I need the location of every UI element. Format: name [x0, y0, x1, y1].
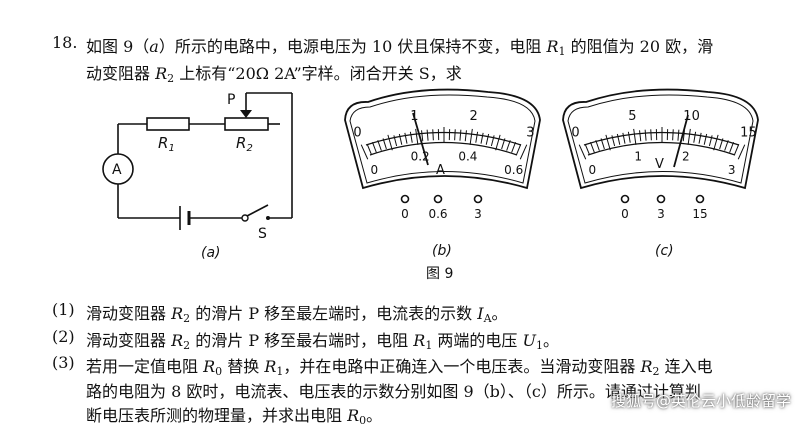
- voltmeter-tick: [673, 129, 674, 140]
- voltmeter-tick: [651, 129, 652, 140]
- ammeter-bottom-label: 0.4: [458, 150, 477, 164]
- part-3-number: (3): [52, 353, 75, 372]
- ammeter-bottom-label: 0.6: [504, 163, 523, 177]
- ammeter-label: A: [112, 162, 122, 178]
- voltmeter-top-label: 5: [628, 109, 636, 124]
- switch-blade: [247, 205, 268, 216]
- ammeter-tick: [455, 129, 456, 140]
- ammeter-tick: [433, 129, 434, 140]
- voltmeter-terminal: [697, 196, 704, 203]
- voltmeter-terminal: [622, 196, 629, 203]
- r1-label: R1: [158, 134, 175, 154]
- part-2-number: (2): [52, 327, 75, 346]
- voltmeter-unit: V: [655, 157, 664, 172]
- ammeter-top-label: 2: [469, 109, 477, 124]
- watermark: 搜狐号@英伦云小低龄留学: [611, 390, 791, 411]
- voltmeter-bottom-label: 0: [588, 163, 596, 177]
- part-1-number: (1): [52, 300, 75, 319]
- figure-caption: 图 9: [426, 266, 453, 282]
- caption-c: (c): [655, 243, 674, 259]
- part-3-line-2: 路的电阻为 8 欧时，电流表、电压表的示数分别如图 9（b）、（c）所示。请通过…: [86, 378, 701, 402]
- voltmeter-terminals: 0 3 15: [621, 196, 707, 222]
- ammeter-top-label: 0: [353, 125, 361, 140]
- voltmeter-terminal-label: 15: [692, 207, 707, 221]
- ammeter-terminal: [402, 196, 409, 203]
- part-2-text: 滑动变阻器 R2 的滑片 P 移至最右端时，电阻 R1 两端的电压 U1。: [86, 327, 559, 352]
- ammeter-terminal: [435, 196, 442, 203]
- slider-label: P: [227, 92, 235, 108]
- caption-b: (b): [432, 243, 452, 259]
- part-3-line-3: 断电压表所测的物理量，并求出电阻 R0。: [86, 402, 382, 427]
- ammeter-unit: A: [436, 163, 445, 178]
- ammeter-terminal-label: 0.6: [428, 207, 447, 221]
- slider-arrow-icon: [240, 110, 252, 118]
- voltmeter-terminal: [658, 196, 665, 203]
- voltmeter-bottom-label: 1: [634, 150, 642, 164]
- voltmeter-terminal-label: 3: [657, 207, 665, 221]
- voltmeter-top-label: 15: [740, 125, 757, 140]
- switch-contact: [266, 216, 270, 220]
- voltmeter-bottom-label: 3: [728, 163, 736, 177]
- voltmeter-top-label: 0: [571, 125, 579, 140]
- ammeter-bottom-label: 0: [370, 163, 378, 177]
- part-3-line-1: 若用一定值电阻 R0 替换 R1，并在电路中正确连入一个电压表。当滑动变阻器 R…: [86, 353, 713, 378]
- r2-label: R2: [236, 134, 253, 154]
- ammeter-terminal: [475, 196, 482, 203]
- resistor-r1: [147, 118, 189, 130]
- voltmeter-terminal-label: 0: [621, 207, 629, 221]
- ammeter-terminal-label: 0: [401, 207, 409, 221]
- ammeter-terminal-label: 3: [474, 207, 482, 221]
- caption-a: (a): [201, 245, 221, 261]
- voltmeter-bottom-label: 2: [682, 150, 690, 164]
- ammeter-top-label: 3: [526, 125, 534, 140]
- part-1-text: 滑动变阻器 R2 的滑片 P 移至最左端时，电流表的示数 IA。: [86, 300, 508, 325]
- resistor-r2: [225, 118, 268, 130]
- switch-label: S: [258, 226, 267, 242]
